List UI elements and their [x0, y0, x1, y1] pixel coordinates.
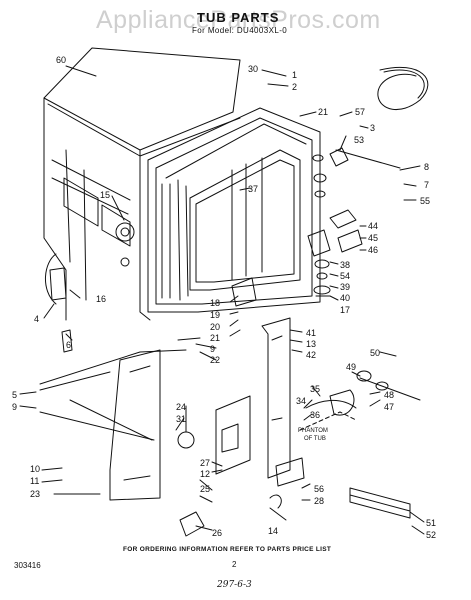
callout-16: 16: [96, 294, 106, 304]
callout-57: 57: [355, 107, 365, 117]
callout-45: 45: [368, 233, 378, 243]
callout-34: 34: [296, 396, 306, 406]
ordering-note: FOR ORDERING INFORMATION REFER TO PARTS …: [123, 546, 332, 553]
callout-42: 42: [306, 350, 316, 360]
callout-17: 17: [340, 305, 350, 315]
callout-25: 25: [200, 484, 210, 494]
document-number: 303416: [14, 561, 41, 570]
callout-21: 21: [318, 107, 328, 117]
callout-39: 39: [340, 282, 350, 292]
callout-28: 28: [314, 496, 324, 506]
watermark: AppliancePartsPros.com: [96, 6, 381, 34]
page-number: 2: [232, 560, 237, 569]
callout-23: 23: [30, 489, 40, 499]
callout-20: 20: [210, 322, 220, 332]
callout-51: 51: [426, 518, 436, 528]
callout-21b: 21: [210, 333, 220, 343]
left-bracket: [109, 349, 161, 501]
callout-55: 55: [420, 196, 430, 206]
callout-30: 30: [248, 64, 258, 74]
callout-11: 11: [30, 476, 39, 486]
callout-41: 41: [306, 328, 316, 338]
callout-19: 19: [210, 310, 220, 320]
callout-9b: 9: [12, 402, 17, 412]
callout-38: 38: [340, 260, 350, 270]
callout-53: 53: [354, 135, 364, 145]
callout-40: 40: [340, 293, 350, 303]
drain-hose: [377, 66, 429, 110]
heater-element: [349, 487, 411, 519]
callout-31: 31: [176, 414, 186, 424]
callout-18: 18: [210, 298, 220, 308]
callout-22: 22: [210, 355, 220, 365]
callout-56: 56: [314, 484, 324, 494]
callout-50: 50: [370, 348, 380, 358]
callout-4: 4: [34, 314, 39, 324]
callout-7: 7: [424, 180, 429, 190]
tub-top-panel: [43, 47, 241, 151]
callout-24: 24: [176, 402, 186, 412]
phantom-label: PHANTOM: [298, 428, 328, 434]
right-bracket: [261, 317, 291, 479]
callout-46: 46: [368, 245, 378, 255]
callout-13: 13: [306, 339, 316, 349]
front-frame: [147, 107, 321, 313]
handwritten-mark: 297-6-3: [217, 580, 252, 590]
tub-left-panel: [43, 97, 67, 321]
callout-9: 9: [210, 344, 215, 354]
model-line: For Model: DU4003XL-0: [192, 26, 288, 35]
callout-14: 14: [268, 526, 278, 536]
callout-15: 15: [100, 190, 110, 200]
callout-labels: 60 30 1 2 21 57 3 53 8 7 55 37 15 44 45 …: [12, 55, 436, 540]
callout-12: 12: [200, 469, 210, 479]
callout-2: 2: [292, 82, 297, 92]
diagram-title: TUB PARTS: [197, 10, 280, 25]
callout-26: 26: [212, 528, 222, 538]
callout-35: 35: [310, 384, 320, 394]
callout-52: 52: [426, 530, 436, 540]
callout-44: 44: [368, 221, 378, 231]
callout-47: 47: [384, 402, 394, 412]
callout-49: 49: [346, 362, 356, 372]
callout-10: 10: [30, 464, 40, 474]
callout-1: 1: [292, 70, 297, 80]
callout-5: 5: [12, 390, 17, 400]
callout-37: 37: [248, 184, 258, 194]
phantom-label-2: OF TUB: [304, 436, 326, 442]
callout-8: 8: [424, 162, 429, 172]
callout-3: 3: [370, 123, 375, 133]
callout-6: 6: [66, 340, 71, 350]
callout-27: 27: [200, 458, 210, 468]
callout-48: 48: [384, 390, 394, 400]
callout-60: 60: [56, 55, 66, 65]
callout-54: 54: [340, 271, 350, 281]
callout-36: 36: [310, 410, 320, 420]
